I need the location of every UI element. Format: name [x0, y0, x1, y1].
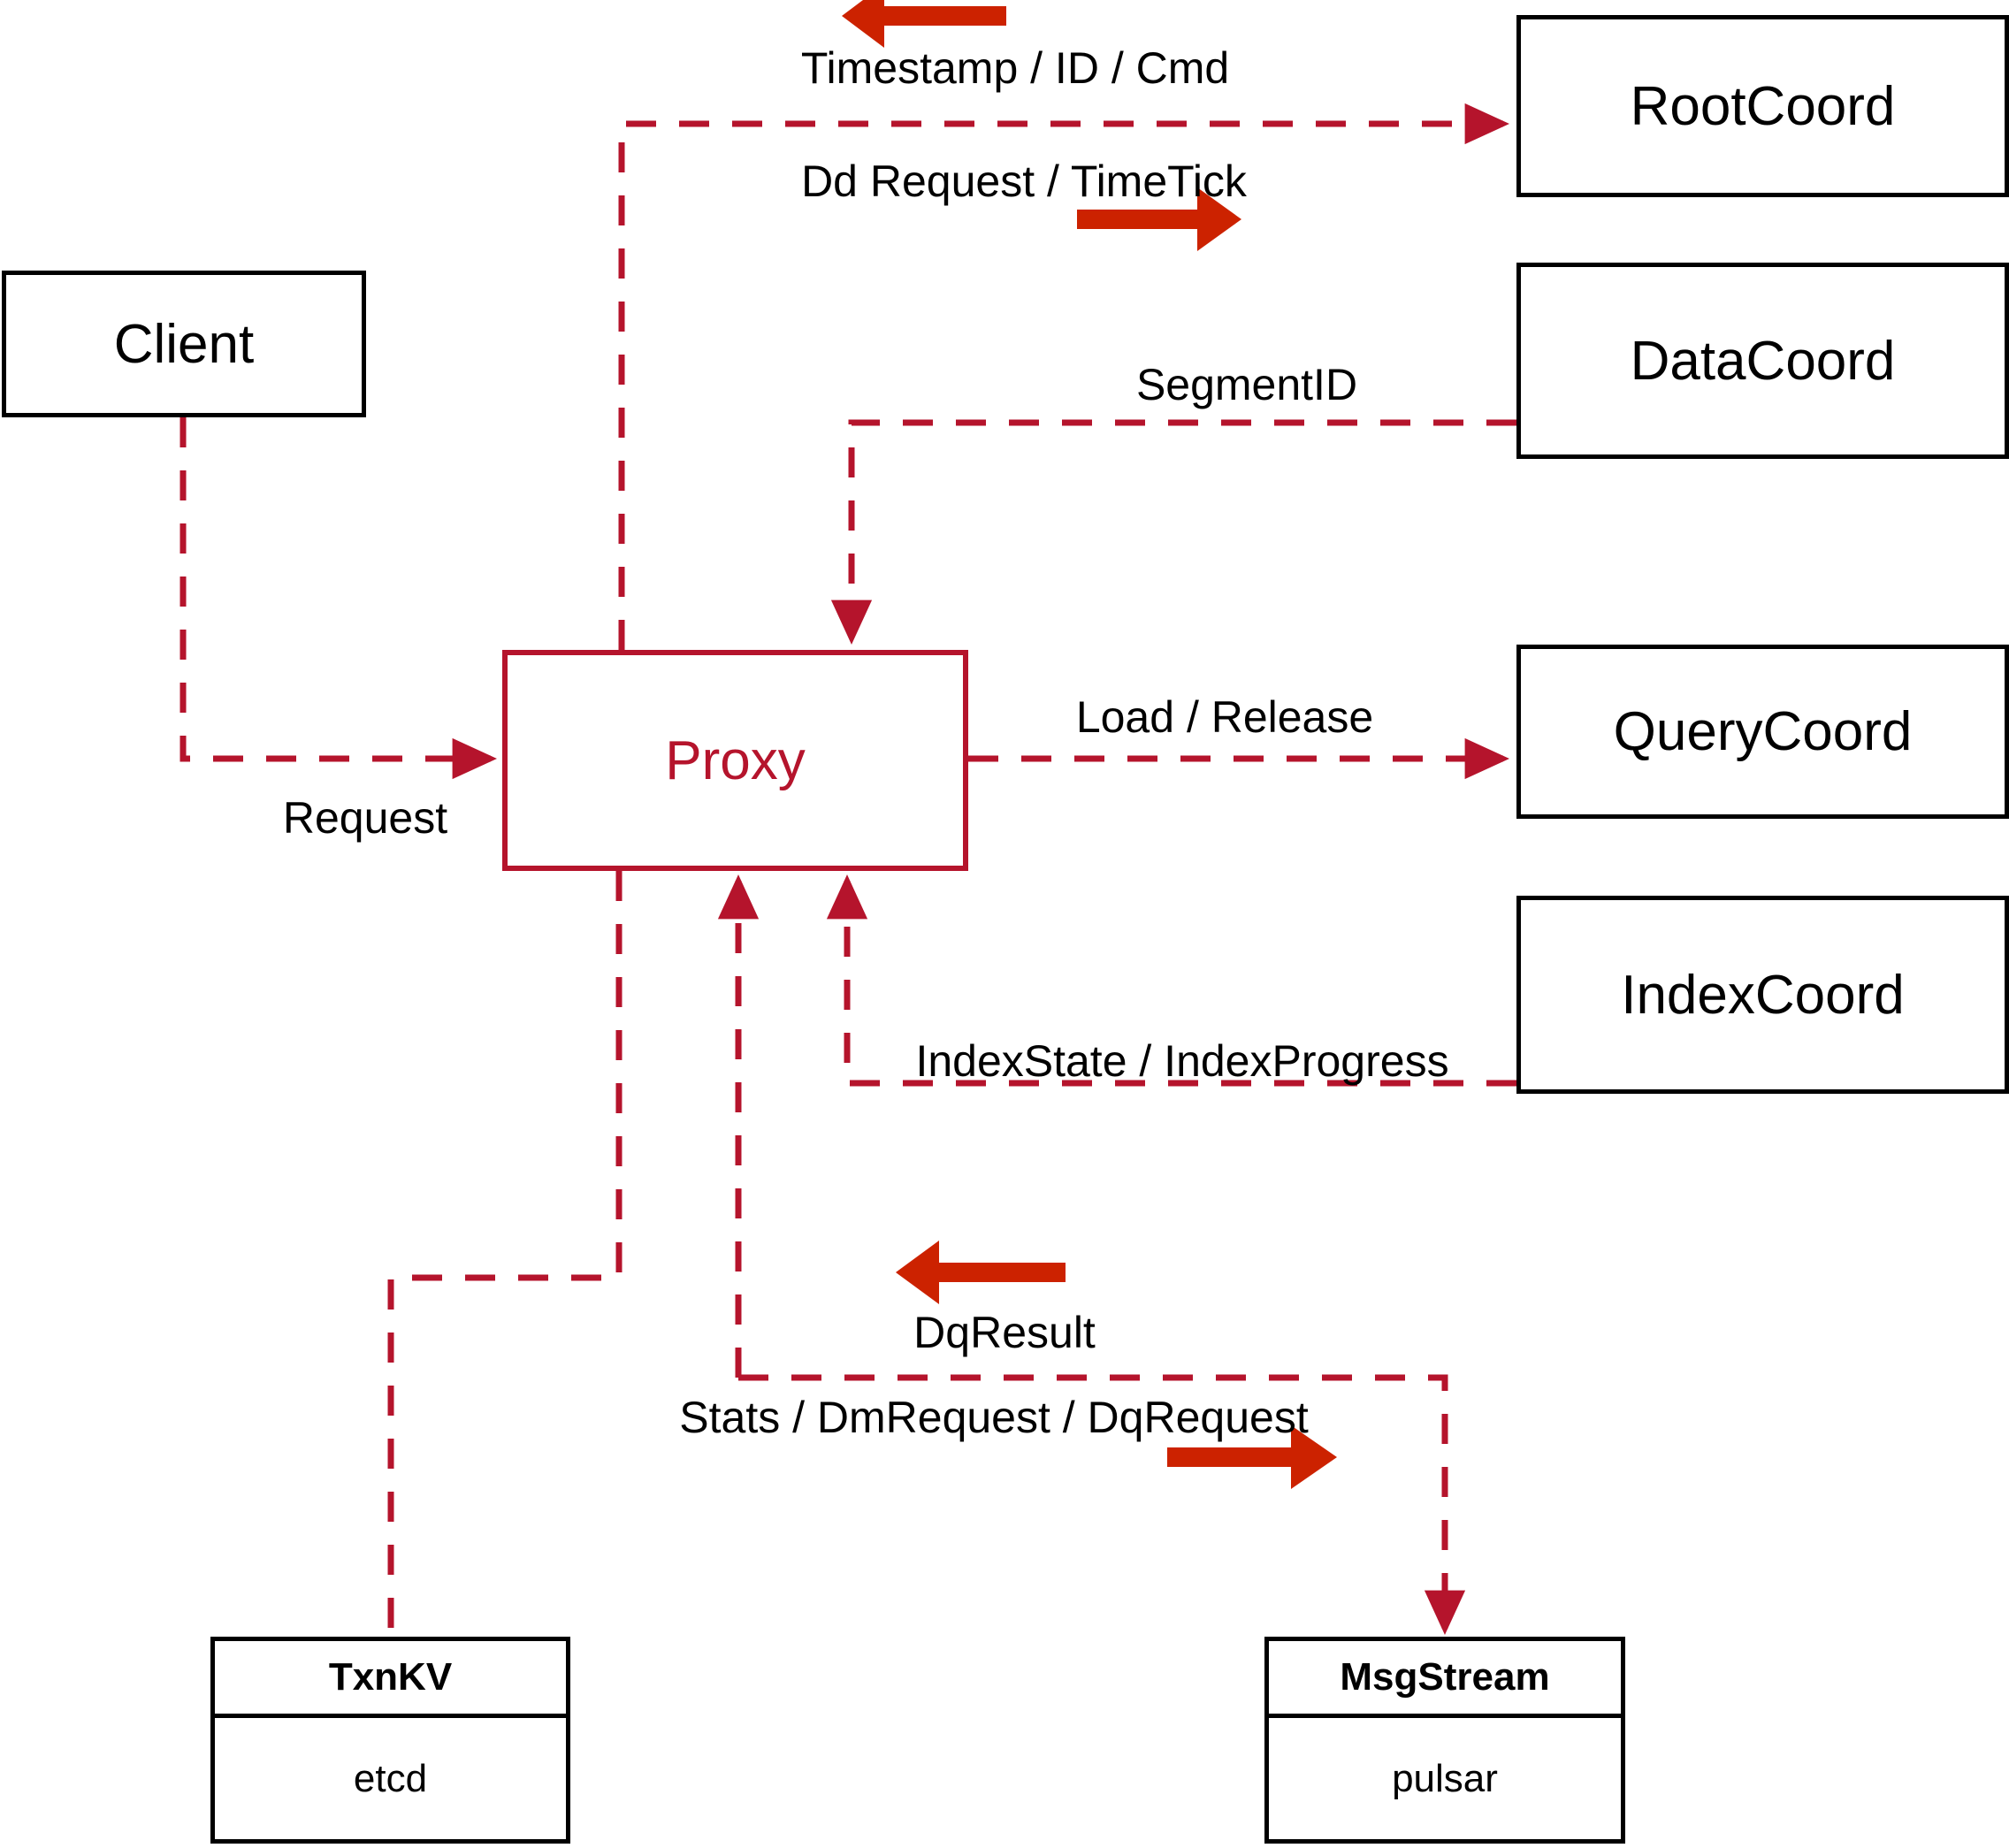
edge-label-dq-result: DqResult [913, 1308, 1096, 1357]
dq-result-direction-arrow [896, 1241, 1066, 1304]
node-proxy[interactable]: Proxy [502, 650, 968, 871]
node-msgstream-body: pulsar [1392, 1756, 1498, 1800]
node-txnkv[interactable]: TxnKV etcd [210, 1637, 570, 1844]
node-txnkv-body: etcd [353, 1756, 428, 1800]
node-indexcoord[interactable]: IndexCoord [1516, 896, 2009, 1094]
edge-label-stats-dm-dq-request: Stats / DmRequest / DqRequest [679, 1393, 1309, 1442]
node-querycoord[interactable]: QueryCoord [1516, 645, 2009, 819]
edge-label-segment-id: SegmentID [1135, 360, 1358, 409]
node-datacoord[interactable]: DataCoord [1516, 263, 2009, 459]
edge-label-timestamp-id-cmd: Timestamp / ID / Cmd [800, 43, 1230, 93]
edge-label-dd-request-timetick: Dd Request / TimeTick [801, 157, 1247, 206]
node-proxy-label: Proxy [665, 729, 806, 791]
node-datacoord-label: DataCoord [1630, 330, 1896, 392]
edge-client-proxy [180, 417, 498, 780]
edge-label-index-state-progress: IndexState / IndexProgress [915, 1036, 1449, 1086]
node-msgstream-header: MsgStream [1269, 1641, 1621, 1718]
edge-datacoord-proxy [830, 419, 1516, 645]
node-rootcoord[interactable]: RootCoord [1516, 15, 2009, 197]
node-indexcoord-label: IndexCoord [1621, 964, 1905, 1026]
node-rootcoord-label: RootCoord [1630, 75, 1896, 137]
node-msgstream[interactable]: MsgStream pulsar [1264, 1637, 1625, 1844]
node-client-label: Client [113, 313, 255, 375]
timestamp-id-cmd-direction-arrow [842, 0, 1006, 48]
node-querycoord-label: QueryCoord [1613, 701, 1913, 762]
node-txnkv-header: TxnKV [215, 1641, 566, 1718]
edge-label-load-release: Load / Release [1075, 692, 1374, 742]
node-client[interactable]: Client [2, 271, 366, 417]
edge-proxy-txnkv [387, 871, 623, 1634]
edge-label-request: Request [282, 793, 448, 843]
